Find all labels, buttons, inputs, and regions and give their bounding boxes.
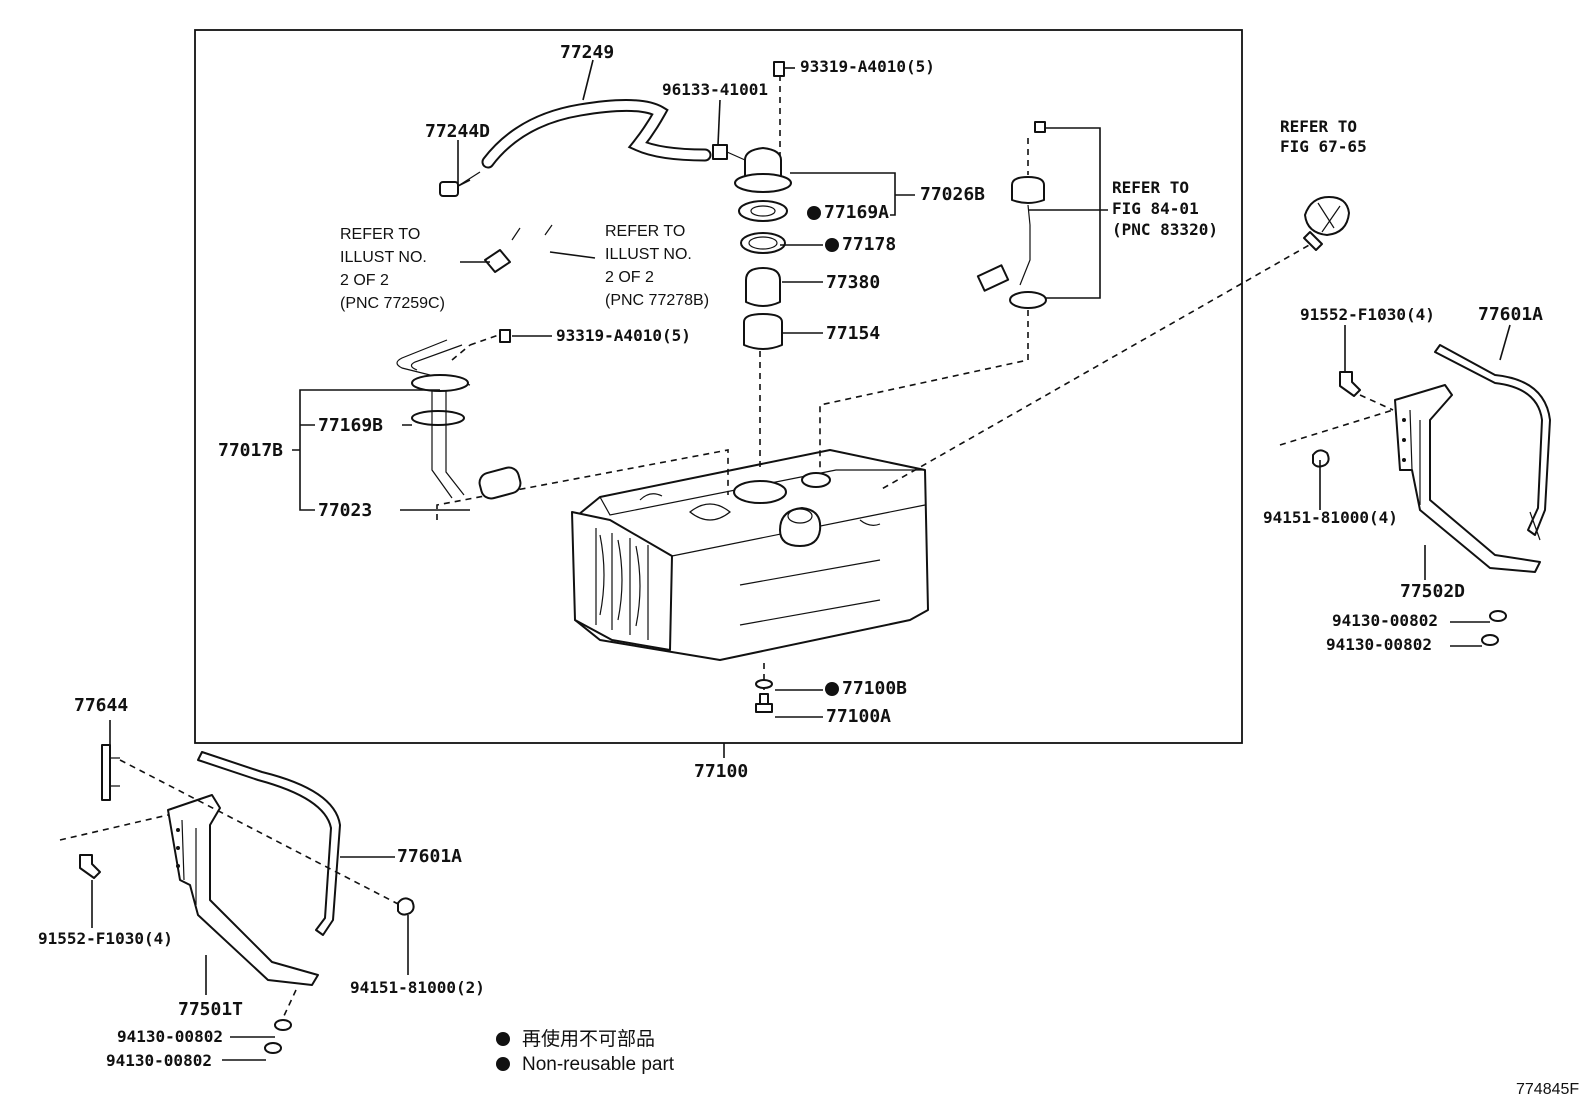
label-77178: 77178: [842, 234, 896, 255]
right-strap-group: [1279, 344, 1551, 646]
label-93319-mid: 93319-A4010(5): [556, 326, 691, 345]
dot-77178: [825, 238, 839, 252]
label-77169A: 77169A: [824, 202, 889, 223]
ref-illust-b-line2: ILLUST NO.: [605, 246, 692, 263]
label-77644: 77644: [74, 695, 128, 716]
label-94151-left: 94151-81000(2): [350, 978, 485, 997]
pump-cap-group: [712, 61, 792, 350]
ref-illust-a-line1: REFER TO: [340, 226, 420, 243]
dot-77169A: [807, 206, 821, 220]
ref-illust-b-line3: 2 OF 2: [605, 269, 654, 286]
non-reusable-markers: [496, 206, 839, 1071]
label-94130-right-1: 94130-00802: [1332, 611, 1438, 630]
legend-dot-en: [496, 1057, 510, 1071]
ref-fig67-line1: REFER TO: [1280, 117, 1357, 136]
label-94130-right-2: 94130-00802: [1326, 635, 1432, 654]
part-labels: 77249 77244D 96133-41001 93319-A4010(5) …: [38, 42, 1543, 1070]
ref-illust-b-line4: (PNC 77278B): [605, 292, 709, 309]
label-77023: 77023: [318, 500, 372, 521]
label-91552-right: 91552-F1030(4): [1300, 305, 1435, 324]
ref-fig84-line1: REFER TO: [1112, 178, 1189, 197]
ref-illust-b-line1: REFER TO: [605, 223, 685, 240]
label-94151-right: 94151-81000(4): [1263, 508, 1398, 527]
legend-text-en: Non-reusable part: [522, 1054, 675, 1075]
assembly-frame: [194, 29, 1243, 744]
figure-id: 774845F: [1516, 1081, 1579, 1098]
label-77601A-right: 77601A: [1478, 304, 1543, 325]
label-77501T: 77501T: [178, 999, 243, 1020]
label-77249: 77249: [560, 42, 614, 63]
label-77100: 77100: [694, 761, 748, 782]
label-77601A-left: 77601A: [397, 846, 462, 867]
ref-illust-a-line2: ILLUST NO.: [340, 249, 427, 266]
label-77026B: 77026B: [920, 184, 985, 205]
label-77154: 77154: [826, 323, 880, 344]
label-77169B: 77169B: [318, 415, 383, 436]
dot-77100B: [825, 682, 839, 696]
label-91552-left: 91552-F1030(4): [38, 929, 173, 948]
label-94130-left-1: 94130-00802: [117, 1027, 223, 1046]
label-77502D: 77502D: [1400, 581, 1465, 602]
label-96133-41001: 96133-41001: [662, 80, 768, 99]
drain-plug: [755, 679, 773, 713]
label-77244D: 77244D: [425, 121, 490, 142]
reference-notes: REFER TO ILLUST NO. 2 OF 2 (PNC 77259C) …: [340, 117, 1367, 312]
legend: 再使用不可部品 Non-reusable part: [522, 1028, 675, 1075]
filler-neck-part: [1303, 196, 1350, 251]
legend-text-jp: 再使用不可部品: [522, 1028, 655, 1050]
label-93319-top: 93319-A4010(5): [800, 57, 935, 76]
legend-dot-jp: [496, 1032, 510, 1046]
label-77100B: 77100B: [842, 678, 907, 699]
fuel-pump-77017B: [396, 224, 553, 500]
ref-fig84-line3: (PNC 83320): [1112, 220, 1218, 239]
ref-illust-a-line4: (PNC 77259C): [340, 295, 445, 312]
label-94130-left-2: 94130-00802: [106, 1051, 212, 1070]
ref-fig84-line2: FIG 84-01: [1112, 199, 1199, 218]
ref-illust-a-line3: 2 OF 2: [340, 272, 389, 289]
left-strap-group: [59, 744, 415, 1054]
solid-leaders: [91, 59, 1511, 1061]
sender-gauge: [976, 121, 1047, 309]
hose-77249: [439, 99, 712, 197]
label-77017B: 77017B: [218, 440, 283, 461]
label-77100A: 77100A: [826, 706, 891, 727]
ref-fig67-line2: FIG 67-65: [1280, 137, 1367, 156]
label-77380: 77380: [826, 272, 880, 293]
fuel-tank-drawing: [571, 449, 929, 661]
